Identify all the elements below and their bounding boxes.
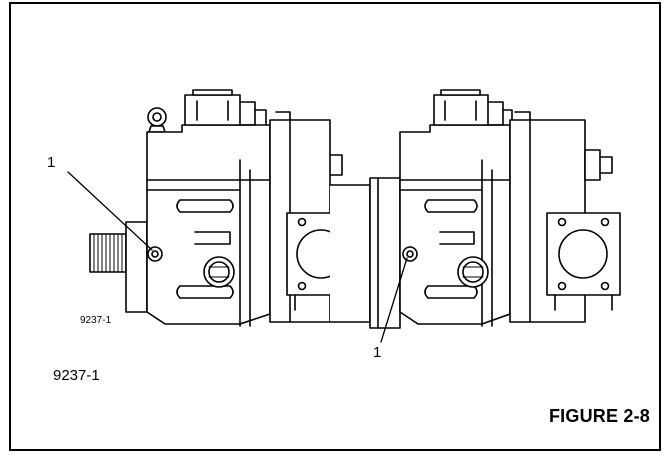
figure-label: FIGURE 2-8 [548,406,650,426]
leader-line-left [67,171,153,251]
callout-1-right: 1 [373,344,382,361]
pump-unit-left [89,89,361,327]
callout-1-left: 1 [47,154,56,171]
leader-line-right [380,257,408,343]
drawing-id-small: 9237-1 [80,315,112,326]
drawing-id: 9237-1 [53,367,100,384]
coupling-section [329,177,401,329]
pump-unit-right [399,89,621,327]
